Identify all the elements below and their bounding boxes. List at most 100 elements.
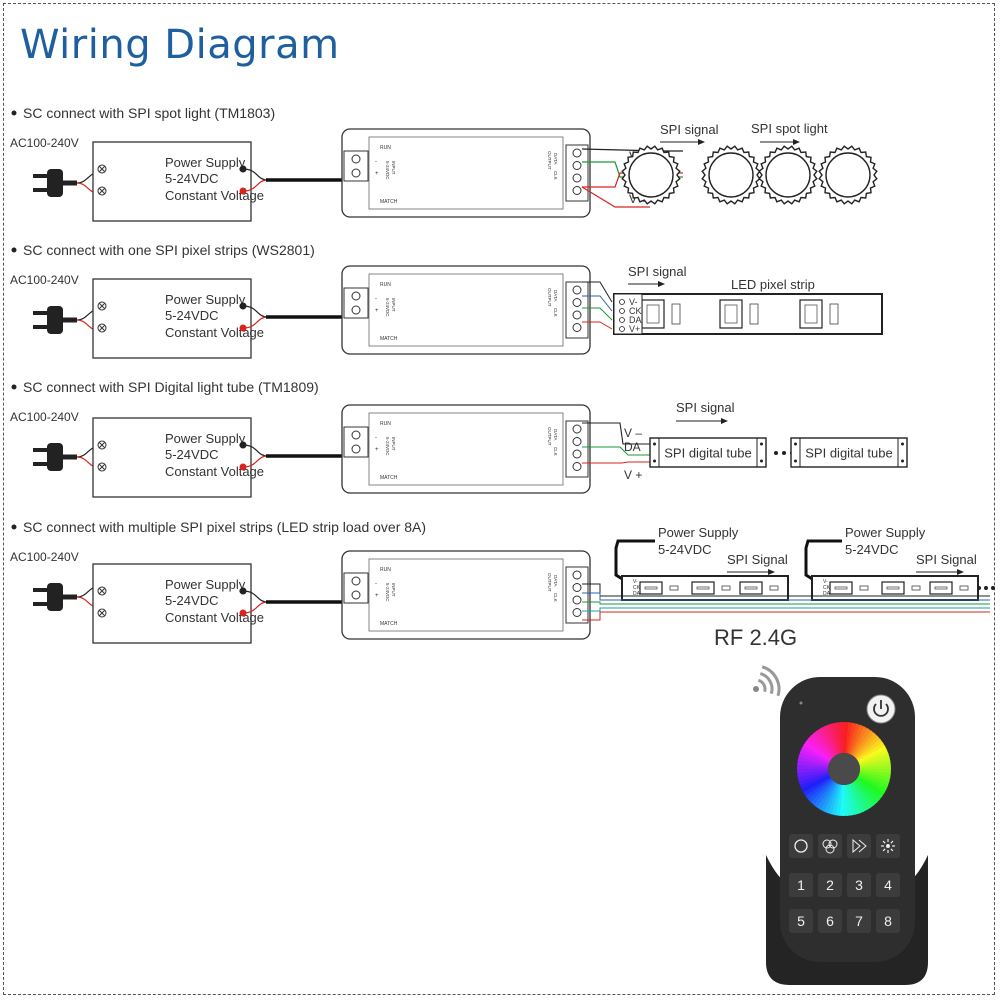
section-heading: SC connect with one SPI pixel strips (WS… xyxy=(23,242,315,258)
wire-vminus xyxy=(582,422,650,445)
clk-label: CLK xyxy=(553,171,558,180)
power-supply-label: Power Supply xyxy=(165,577,246,592)
pixel-chip xyxy=(641,299,681,329)
pixel-chip xyxy=(929,581,969,595)
zone-key-7[interactable]: 7 xyxy=(847,909,871,933)
wire-label-ck: CK xyxy=(629,306,642,316)
wireless-signal-icon xyxy=(753,665,781,697)
power-supply-voltage: 5-24VDC xyxy=(165,308,218,323)
zone-key-label: 7 xyxy=(855,913,863,929)
spi-spot-light xyxy=(818,145,878,205)
input-label: INPUT xyxy=(391,583,396,597)
bullet xyxy=(11,247,17,253)
zone-key-2[interactable]: 2 xyxy=(818,873,842,897)
rgb-button[interactable] xyxy=(818,834,842,858)
input-range-label: 5-24VDC xyxy=(385,583,390,602)
screw-terminal-icon xyxy=(97,186,107,196)
power-button[interactable] xyxy=(866,694,896,724)
ac-input-label: AC100-240V xyxy=(10,410,79,424)
section-1: SC connect with SPI spot light (TM1803)A… xyxy=(10,105,878,222)
signal-arrow xyxy=(676,418,728,424)
run-label: RUN xyxy=(380,282,391,288)
signal-arrow xyxy=(760,139,800,145)
section-heading: SC connect with SPI Digital light tube (… xyxy=(23,379,319,395)
run-label: RUN xyxy=(380,145,391,151)
input-plus-label: + xyxy=(375,593,379,599)
spi-spot-light xyxy=(758,145,818,205)
spi-spot-light xyxy=(621,145,681,205)
output-label: OUTPUT xyxy=(547,288,552,307)
mode-button[interactable] xyxy=(789,834,813,858)
power-supply-label: Power Supply xyxy=(165,155,246,170)
zone-key-8[interactable]: 8 xyxy=(876,909,900,933)
spi-signal-label: SPI signal xyxy=(628,264,687,279)
zone-key-label: 1 xyxy=(797,877,805,893)
led-pixel-strip xyxy=(613,293,883,335)
run-label: RUN xyxy=(380,421,391,427)
bullet xyxy=(11,110,17,116)
tube-label: SPI digital tube xyxy=(805,446,892,461)
wire-vplus xyxy=(582,321,613,330)
zone-key-5[interactable]: 5 xyxy=(789,909,813,933)
zone-key-label: 8 xyxy=(884,913,892,929)
wire-vplus xyxy=(582,461,650,464)
spi-signal-label: SPI signal xyxy=(676,400,735,415)
input-terminal-block xyxy=(343,287,369,319)
clk-label: CLK xyxy=(553,447,558,456)
plug-icon xyxy=(33,583,77,611)
match-label: MATCH xyxy=(380,621,398,627)
zone-key-label: 3 xyxy=(855,877,863,893)
match-label: MATCH xyxy=(380,199,398,205)
spot-light-label: SPI spot light xyxy=(751,121,828,136)
bus-wire xyxy=(582,611,990,621)
zone-key-3[interactable]: 3 xyxy=(847,873,871,897)
output-label: OUTPUT xyxy=(547,573,552,592)
signal-arrow xyxy=(660,139,705,145)
input-range-label: 5-24VDC xyxy=(385,437,390,456)
zone-key-label: 5 xyxy=(797,913,805,929)
input-terminal-block xyxy=(343,150,369,182)
match-label: MATCH xyxy=(380,475,398,481)
input-plus-label: + xyxy=(375,171,379,177)
clk-label: CLK xyxy=(553,593,558,602)
zone-key-label: 2 xyxy=(826,877,834,893)
power-supply-label: Power Supply xyxy=(165,292,246,307)
input-range-label: 5-24VDC xyxy=(385,161,390,180)
input-label: INPUT xyxy=(391,437,396,451)
power-supply-label: Power Supply xyxy=(165,431,246,446)
output-label: OUTPUT xyxy=(547,427,552,446)
bullet xyxy=(11,384,17,390)
wire-label-v: V+ xyxy=(629,324,640,334)
wire-label: CK xyxy=(633,585,641,591)
segment-power-supply-voltage: 5-24VDC xyxy=(658,542,711,557)
brightness-button[interactable] xyxy=(876,834,900,858)
signal-arrow xyxy=(628,281,665,287)
rgb-button-icon xyxy=(822,839,838,854)
power-supply-type: Constant Voltage xyxy=(165,325,264,340)
wire-da xyxy=(582,307,613,321)
spi-signal-label: SPI signal xyxy=(660,122,719,137)
color-wheel[interactable] xyxy=(797,722,891,816)
input-plus-label: + xyxy=(375,308,379,314)
output-terminal-block xyxy=(565,566,589,624)
zone-key-label: 4 xyxy=(884,877,892,893)
zone-key-4[interactable]: 4 xyxy=(876,873,900,897)
wire-label: CK xyxy=(823,585,831,591)
wire-label-v: V- xyxy=(629,297,638,307)
zone-key-1[interactable]: 1 xyxy=(789,873,813,897)
pixel-chip xyxy=(881,581,921,595)
zone-key-label: 6 xyxy=(826,913,834,929)
power-supply-voltage: 5-24VDC xyxy=(165,447,218,462)
power-supply-type: Constant Voltage xyxy=(165,464,264,479)
speed-button[interactable] xyxy=(847,834,871,858)
input-minus-label: - xyxy=(375,159,377,165)
input-minus-label: - xyxy=(375,581,377,587)
clk-label: CLK xyxy=(553,308,558,317)
zone-key-6[interactable]: 6 xyxy=(818,909,842,933)
